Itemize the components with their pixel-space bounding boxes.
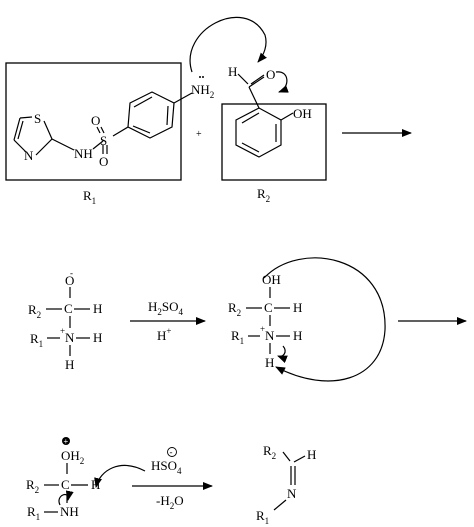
reactant-r2-group: H O OH: [221, 64, 327, 181]
carbinol-oh-label: OH: [262, 272, 281, 287]
alkoxide-r1-label: R1: [30, 331, 43, 349]
oxonium-charge-badge: [62, 437, 70, 445]
carbinol-nh-bottom-label: H: [265, 355, 274, 370]
ammonium-charge: +: [60, 326, 65, 336]
oxonium-charge: +: [64, 437, 69, 446]
reagent-proton: H+: [157, 326, 171, 343]
proton-transfer-arrow: [277, 345, 288, 364]
thiazole-s-label: S: [34, 111, 41, 126]
nucleophilic-attack-arrow: [189, 16, 267, 73]
aldehyde-h-label: H: [228, 64, 237, 79]
alkoxide-nh-bottom-label: H: [65, 357, 74, 372]
acid-step-conditions: H2SO4 H+: [130, 299, 206, 343]
carbinol-n-charge: +: [260, 324, 265, 334]
oxonium-nh-label: NH: [60, 504, 79, 519]
alkoxide-charge: -: [70, 268, 73, 278]
bisulfate-charge-badge: [167, 447, 177, 457]
intermediate-alkoxide: O - R2 C H R1 + N H H: [28, 268, 102, 372]
carbinol-nh-label: H: [293, 328, 302, 343]
base-attack-arrow: [94, 464, 146, 488]
alkoxide-r2-label: R2: [28, 302, 41, 320]
water-loss-label: -H2O: [156, 493, 184, 511]
imine-r2-label: R2: [263, 443, 276, 461]
intermediate-carbinolamine: OH R2 C H R1 + N H H: [228, 257, 386, 382]
alkoxide-c-label: C: [64, 301, 73, 316]
alkoxide-h-label: H: [93, 301, 102, 316]
phenol-oh-label: OH: [293, 106, 312, 121]
sulfonyl-s-label: S: [100, 133, 107, 148]
imine-r1-label: R1: [256, 508, 269, 526]
sulfonyl-o-top-label: O: [91, 113, 100, 128]
reagent-h2so4: H2SO4: [148, 299, 184, 317]
r1-box: [5, 62, 182, 181]
r1-label: R1: [83, 188, 96, 206]
imine-n-label: N: [287, 486, 297, 501]
reactant-r1-group: S N NH S O O: [5, 62, 193, 181]
product-imine: R2 H N R1: [256, 443, 316, 526]
intermediate-oxonium: + OH2 R2 C H R1 NH: [26, 437, 146, 522]
sulfonamide-nh-label: NH: [74, 146, 93, 161]
carbonyl-arrow: [275, 71, 289, 93]
oxonium-r2-label: R2: [26, 477, 39, 495]
carbinol-c-label: C: [264, 300, 273, 315]
plus-sign: +: [196, 129, 202, 140]
r2-label: R2: [257, 186, 270, 204]
alkoxide-n-label: N: [65, 330, 75, 345]
lone-pair-dot: [202, 76, 204, 78]
thiazole-n-label: N: [24, 148, 34, 163]
imine-h-label: H: [307, 447, 316, 462]
carbinol-r1-label: R1: [231, 328, 244, 346]
carbinol-h-label: H: [293, 300, 302, 315]
oxonium-r1-label: R1: [27, 504, 40, 522]
elimination-conditions: - HSO4 -H2O: [132, 447, 213, 511]
lone-pair-dot: [199, 76, 201, 78]
carbinol-r2-label: R2: [228, 300, 241, 318]
sulfonyl-o-bottom-label: O: [99, 154, 108, 169]
aldehyde-o-label: O: [266, 67, 275, 82]
amine-group: NH2: [191, 76, 214, 100]
oxonium-c-label: C: [61, 477, 70, 492]
amine-nh2-label: NH2: [191, 82, 214, 100]
alkoxide-o-label: O: [65, 273, 74, 288]
reagent-bisulfate: HSO4: [151, 458, 182, 476]
oxonium-oh2-label: OH2: [61, 448, 84, 466]
large-curved-arrow: [263, 257, 386, 382]
thiazole-ring: [13, 116, 75, 156]
carbinol-n-label: N: [265, 328, 275, 343]
alkoxide-nh-label: H: [93, 330, 102, 345]
r2-box: [221, 103, 327, 181]
benzene-ring: [127, 91, 175, 139]
lone-pair-arrow: [58, 490, 74, 506]
salicyl-ring: [235, 107, 282, 158]
bisulfate-charge: -: [170, 447, 173, 457]
